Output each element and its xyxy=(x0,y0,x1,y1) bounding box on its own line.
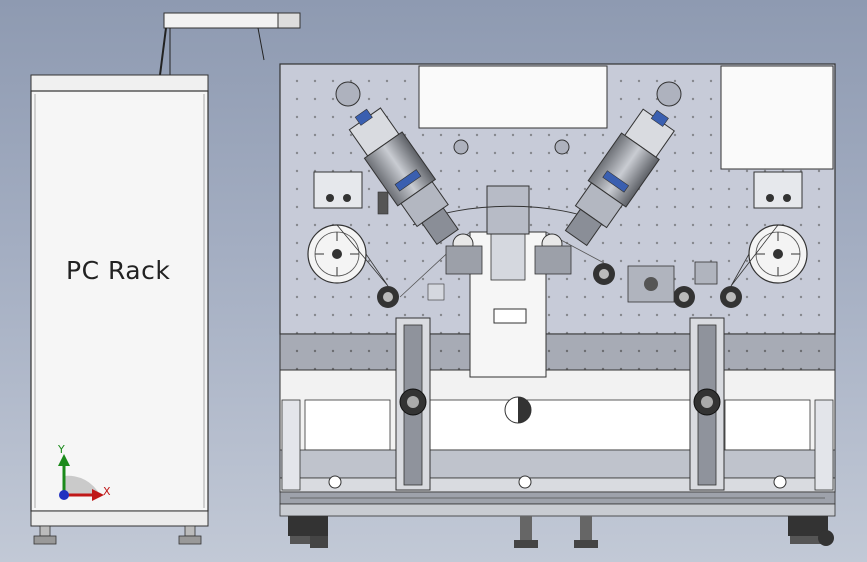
axis-x-label: X xyxy=(103,485,111,498)
reel-right xyxy=(748,224,808,284)
bracket-right xyxy=(753,171,803,209)
print-head-left xyxy=(348,107,459,246)
accumulator-left xyxy=(395,317,431,491)
accumulator-right xyxy=(689,317,725,491)
print-head-right xyxy=(564,108,675,247)
machine-feet xyxy=(288,516,834,548)
guide-rollers xyxy=(377,263,742,308)
axis-y-label: Y xyxy=(58,443,65,456)
rack-body xyxy=(30,90,209,512)
rack-base xyxy=(30,510,209,527)
reel-left xyxy=(307,224,367,284)
bracket-left xyxy=(313,171,363,209)
coordinate-triad xyxy=(58,454,104,501)
pc-rack xyxy=(30,12,301,545)
top-window-right xyxy=(720,65,834,170)
machine xyxy=(279,63,836,548)
rack-foot xyxy=(33,535,57,545)
rack-foot xyxy=(178,535,202,545)
top-window-left xyxy=(418,65,608,129)
rack-top-cap xyxy=(30,74,209,92)
pc-rack-label: PC Rack xyxy=(66,256,171,285)
center-display xyxy=(493,308,527,324)
